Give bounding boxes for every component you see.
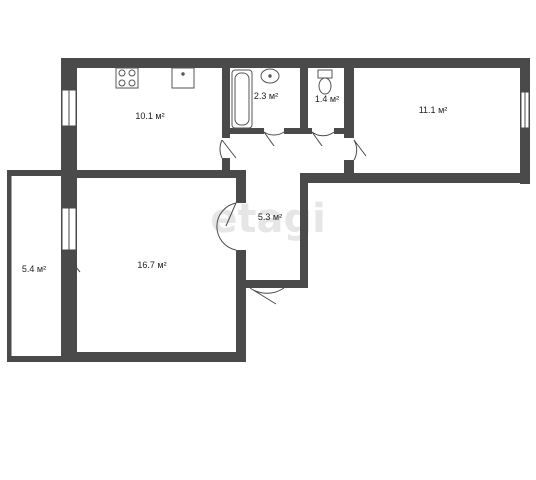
sink-icon [171, 67, 195, 89]
room-label-bedroom: 11.1 м² [419, 105, 448, 115]
bathtub-icon [231, 69, 253, 129]
room-label-bathroom: 2.3 м² [254, 91, 278, 101]
doors [66, 131, 367, 305]
room-label-living-room: 16.7 м² [137, 260, 166, 270]
stove-icon [115, 67, 139, 89]
room-label-hallway: 5.3 м² [258, 212, 282, 222]
toilet-icon [317, 69, 333, 95]
room-label-kitchen: 10.1 м² [135, 111, 164, 121]
room-label-balcony: 5.4 м² [22, 264, 46, 274]
room-label-toilet: 1.4 м² [315, 94, 339, 104]
windows [61, 89, 530, 251]
washbasin-icon [260, 68, 280, 84]
